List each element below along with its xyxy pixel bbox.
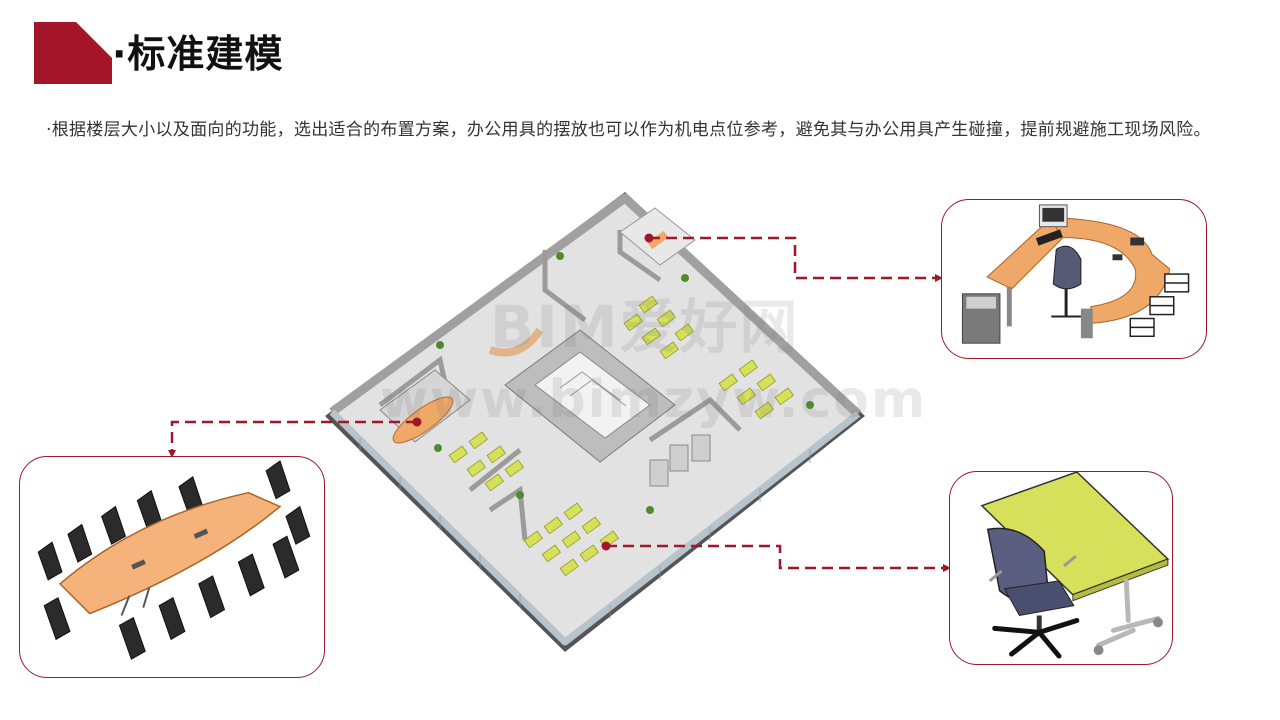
training-table-detail-card [949, 471, 1173, 665]
floor-plan-image [325, 192, 865, 652]
conference-table-detail-card [19, 456, 325, 678]
training-table-illustration [980, 472, 1170, 659]
page-description: ·根据楼层大小以及面向的功能，选出适合的布置方案，办公用具的摆放也可以作为机电点… [46, 120, 1211, 140]
l-shaped-desk-illustration [961, 204, 1190, 344]
page-title: ·标准建模 [112, 32, 284, 76]
logo-mark-icon [34, 22, 112, 84]
conference-table-illustration [37, 460, 311, 660]
desk-detail-card [941, 199, 1207, 359]
